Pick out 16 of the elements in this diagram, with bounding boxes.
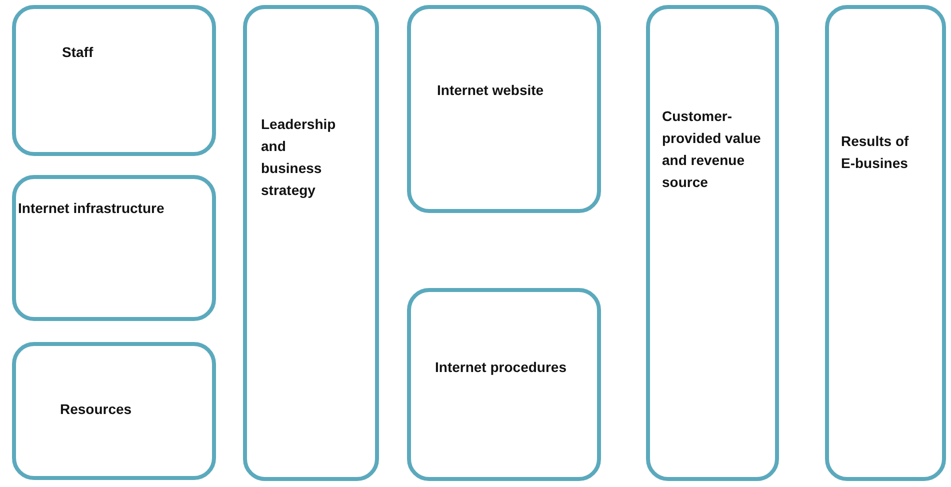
rounded-box [12, 5, 216, 156]
box-label: Leadership and business strategy [261, 115, 337, 200]
rounded-box [646, 5, 779, 481]
rounded-box [12, 342, 216, 480]
rounded-box [407, 5, 601, 213]
rounded-box [12, 175, 216, 321]
rounded-box [243, 5, 379, 481]
box-label: Customer-provided value and revenue source [662, 107, 762, 192]
box-label: Resources [60, 400, 133, 419]
rounded-box [407, 288, 601, 481]
box-label: Results of E-busines [841, 132, 910, 173]
box-label: Internet infrastructure [18, 199, 166, 218]
box-label: Staff [62, 43, 94, 62]
rounded-box [825, 5, 946, 481]
box-label: Internet website [437, 81, 545, 100]
box-label: Internet procedures [435, 358, 568, 377]
